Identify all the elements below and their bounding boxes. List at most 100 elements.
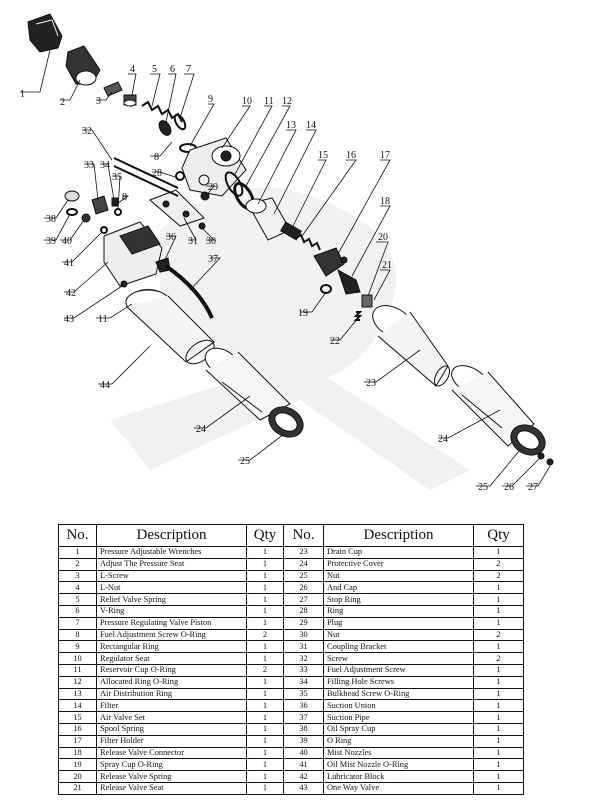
part-no-left: 19 — [58, 758, 97, 772]
part-qty-left: 1 — [246, 770, 284, 783]
callout-37: 37 — [208, 254, 218, 265]
header-no-right: No. — [283, 524, 324, 547]
callout-34: 34 — [100, 160, 110, 171]
header-description-right: Description — [323, 524, 474, 547]
part-description-right: Filling Hole Screws — [323, 675, 474, 689]
table-header-row: No. Description Qty No. Description Qty — [58, 524, 524, 547]
part-qty-left: 1 — [246, 687, 284, 701]
part-qty-right: 1 — [473, 616, 524, 630]
part-no-left: 5 — [58, 593, 97, 606]
part-qty-right: 1 — [473, 593, 524, 606]
part-no-right: 33 — [283, 663, 324, 677]
part-33-screw — [91, 195, 109, 215]
part-29-plug — [200, 191, 210, 201]
part-description-left: Filter Holder — [96, 734, 247, 748]
part-27-stop-ring — [546, 458, 554, 466]
callout-35: 35 — [112, 172, 122, 183]
part-description-left: Pressure Adjustable Wrenches — [96, 546, 247, 559]
callout-29: 29 — [208, 182, 218, 193]
part-qty-right: 1 — [473, 781, 524, 795]
part-no-right: 25 — [283, 569, 324, 583]
callout-36: 36 — [166, 232, 176, 243]
callout-3: 3 — [96, 96, 101, 107]
part-description-left: Spray Cup O-Ring — [96, 758, 247, 772]
part-no-right: 35 — [283, 687, 324, 701]
callout-38: 38 — [46, 214, 56, 225]
callout-42: 42 — [66, 288, 76, 299]
part-qty-right: 1 — [473, 687, 524, 701]
part-qty-right: 1 — [473, 746, 524, 760]
callout-26: 26 — [504, 482, 514, 493]
part-no-left: 3 — [58, 569, 97, 583]
part-31-bracket — [149, 189, 205, 227]
callout-44: 44 — [100, 380, 110, 391]
callout-16: 16 — [346, 150, 356, 161]
part-no-right: 42 — [283, 770, 324, 783]
callout-22: 22 — [330, 336, 340, 347]
part-14-filter — [245, 197, 291, 241]
part-qty-right: 1 — [473, 699, 524, 713]
part-no-right: 40 — [283, 746, 324, 760]
part-39-ring — [66, 208, 78, 216]
part-no-left: 16 — [58, 722, 97, 736]
part-5-spring — [141, 100, 183, 123]
part-description-left: Adjust The Pressure Seat — [96, 557, 247, 571]
part-no-right: 43 — [283, 781, 324, 795]
part-description-left: Filter — [96, 699, 247, 713]
part-no-left: 13 — [58, 687, 97, 701]
part-32-screws — [113, 157, 179, 197]
part-no-right: 34 — [283, 675, 324, 689]
header-qty-left: Qty — [246, 524, 284, 547]
part-10-regulator-seat — [181, 137, 247, 197]
part-21-seat — [361, 294, 373, 308]
part-description-right: Suction Pipe — [323, 711, 474, 724]
part-no-right: 39 — [283, 734, 324, 748]
callout-17: 17 — [380, 150, 390, 161]
part-qty-right: 1 — [473, 711, 524, 724]
part-description-right: Protective Cover — [323, 557, 474, 571]
callout-23: 23 — [366, 378, 376, 389]
part-no-left: 2 — [58, 557, 97, 571]
callout-9: 9 — [208, 94, 213, 105]
part-description-left: Release Valve Spring — [96, 770, 247, 783]
callout-labels: 1 2 3 4 5 6 7 8 9 10 11 12 13 14 15 16 1… — [20, 64, 538, 493]
callout-21: 21 — [382, 260, 392, 271]
part-qty-left: 1 — [246, 675, 284, 689]
part-34-screw — [111, 197, 119, 207]
part-description-right: Suction Union — [323, 699, 474, 713]
part-qty-left: 1 — [246, 746, 284, 760]
part-qty-right: 1 — [473, 758, 524, 772]
part-2-seat — [65, 45, 101, 86]
callout-20: 20 — [378, 232, 388, 243]
callout-28: 28 — [152, 168, 162, 179]
part-41-ring — [100, 226, 108, 234]
part-qty-right: 1 — [473, 581, 524, 595]
part-no-left: 10 — [58, 652, 97, 665]
part-24-cover-left — [204, 347, 291, 421]
part-description-left: L-Screw — [96, 569, 247, 583]
part-24-cover-right — [451, 365, 535, 447]
part-description-right: Oil Mist Nozzle O-Ring — [323, 758, 474, 772]
part-no-left: 15 — [58, 711, 97, 724]
part-44-oil-cup — [125, 289, 215, 365]
part-qty-right: 2 — [473, 652, 524, 665]
callout-4: 4 — [130, 64, 135, 75]
part-qty-left: 1 — [246, 758, 284, 772]
part-7-ring — [173, 113, 187, 131]
part-description-right: O Ring — [323, 734, 474, 748]
callout-6: 6 — [170, 64, 175, 75]
callout-13: 13 — [286, 120, 296, 131]
part-description-left: Relief Valve Spring — [96, 593, 247, 606]
part-description-left: Rectangular Ring — [96, 640, 247, 654]
part-description-left: V-Ring — [96, 604, 247, 618]
part-description-left: L-Nut — [96, 581, 247, 595]
